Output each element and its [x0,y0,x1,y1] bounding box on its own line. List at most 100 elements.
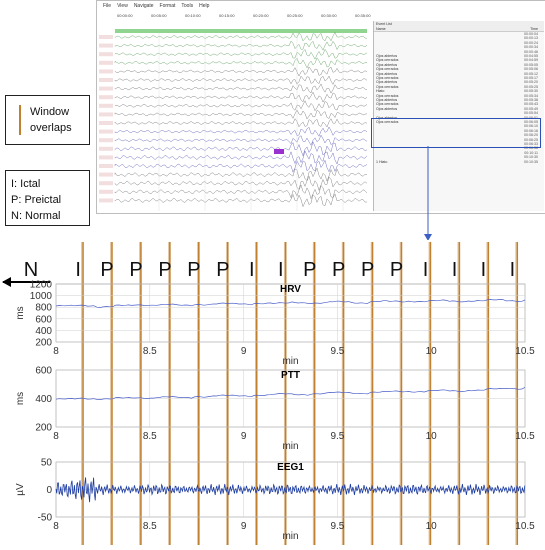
x-tick-label: 8.5 [143,346,157,357]
eeg-channel-trace [114,75,367,85]
event-list-row[interactable]: 00:05:54 [376,111,542,115]
window-label: I [481,259,487,281]
eeg-channel-trace [114,175,367,191]
event-time: 00:05:05 [524,62,538,67]
x-tick-label: 10 [426,431,438,442]
x-tick-label: 9 [241,346,247,357]
menu-bar: File View Navigate Format Tools Help [97,1,545,11]
event-time: 00:05:30 [524,89,538,94]
menu-item-file[interactable]: File [103,3,112,9]
channel-label [99,43,113,48]
event-time: 00:04:59 [524,58,538,63]
channel-label [99,60,113,65]
window-line-swatch [19,105,21,135]
x-tick-label: 10.5 [515,346,535,357]
channel-label [99,86,113,91]
event-list-row[interactable]: 00:06:16 [376,129,542,133]
eeg-channel-trace [114,91,367,103]
event-list-row[interactable]: Ojos abiertos 00:05:38 [376,98,542,102]
legend-window-label: Window overlaps [30,106,72,134]
arrow-left-head [2,277,11,287]
legend-class-preictal: P: Preictal [11,194,62,206]
panel-title: HRV [280,284,301,295]
event-time: 00:05:20 [524,80,538,85]
y-tick-label: 0 [46,485,52,496]
eeg-channel-trace [114,159,367,173]
x-tick-label: 10.5 [515,431,535,442]
channel-label [99,52,113,57]
menu-item-navigate[interactable]: Navigate [133,3,154,9]
x-tick-label: 10 [426,521,438,532]
event-list-row[interactable]: 00:06:25 [376,138,542,142]
channel-label [99,198,113,203]
event-list-row[interactable]: 00:00:04 [376,32,542,36]
event-time: 00:05:25 [524,84,538,89]
event-list-row[interactable]: Ojos abiertos 00:05:05 [376,63,542,67]
x-tick-label: 9.5 [330,521,344,532]
event-name: Ojos abiertos [376,62,398,67]
window-label: I [249,259,255,281]
menu-item-tools[interactable]: Tools [181,3,194,9]
x-tick-label: 9.5 [330,431,344,442]
event-list-row[interactable]: 00:06:33 [376,142,542,146]
panel-title: EEG1 [277,462,304,473]
event-name: Ojos cerrados [376,76,399,80]
y-tick-label: 1000 [30,291,53,302]
menu-item-view[interactable]: View [117,3,128,9]
menu-item-format[interactable]: Format [159,3,176,9]
event-name: Ojos abiertos [376,106,398,111]
y-tick-label: 200 [35,423,52,434]
event-time: 00:06:20 [524,133,538,138]
event-list-row[interactable]: 00:00:34 [376,45,542,49]
event-time: 00:06:16 [524,128,538,133]
y-axis-label: µV [15,483,26,496]
event-time: 00:05:38 [524,98,538,102]
window-label: P [216,259,229,281]
event-time: 00:05:12 [524,71,538,76]
event-list-row[interactable]: 00:06:38 [376,146,542,150]
event-time: 00:05:54 [524,111,538,116]
event-name: Ojos cerrados [376,102,399,107]
eeg-channel-trace [114,118,367,128]
channel-label [99,129,113,134]
y-tick-label: 800 [35,303,52,314]
event-list-row[interactable]: 00:10:11 [376,151,542,155]
menu-item-help[interactable]: Help [199,3,210,9]
event-time: 00:10:35 [524,159,538,164]
eeg-channel-trace [114,66,367,77]
window-label: P [158,259,171,281]
x-axis-label: min [282,531,298,542]
event-list-row[interactable]: 00:06:10 [376,124,542,128]
event-list-row[interactable]: 00:10:30 [376,155,542,159]
channel-label [99,35,113,39]
event-name: Ojos abiertos [376,98,398,102]
event-list-row[interactable]: 00:00:46 [376,50,542,54]
event-time: 00:06:33 [524,142,538,146]
event-time: 00:06:25 [524,137,538,142]
event-list-row[interactable]: 00:00:24 [376,41,542,45]
event-list-row[interactable]: 00:00:13 [376,36,542,40]
y-tick-label: 400 [35,394,52,405]
channel-label [99,95,113,100]
window-label: I [452,259,458,281]
eeg-channel-trace [114,48,367,60]
event-list-row[interactable]: 00:06:20 [376,133,542,137]
window-label: P [390,259,403,281]
eeg-channel-trace [114,184,367,200]
